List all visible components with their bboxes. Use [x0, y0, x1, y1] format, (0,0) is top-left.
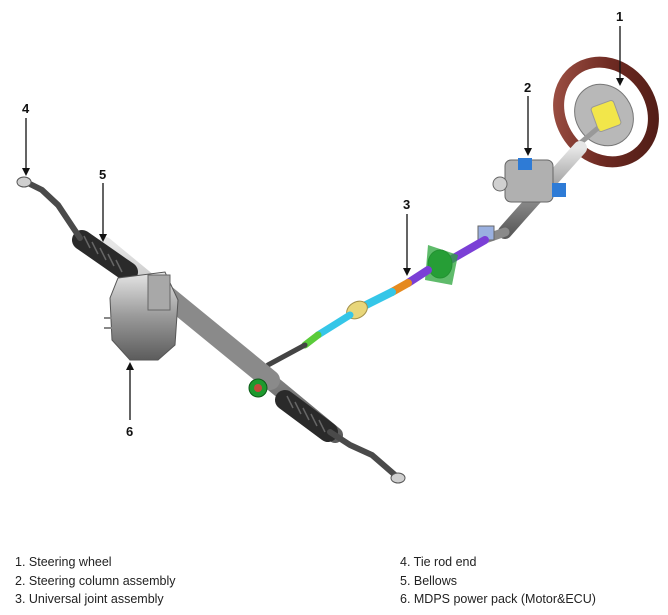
- legend-item-bellows: 5. Bellows: [400, 573, 457, 588]
- legend-item-universal-joint: 3. Universal joint assembly: [15, 592, 164, 606]
- legend-left: 1. Steering wheel 2. Steering column ass…: [15, 553, 176, 609]
- callout-5: 5: [99, 167, 106, 182]
- callout-arrows: [22, 26, 624, 420]
- legend-item-tie-rod-end: 4. Tie rod end: [400, 555, 477, 569]
- tie-rod-end-left: [16, 176, 83, 241]
- legend-item-mdps-power-pack: 6. MDPS power pack (Motor&ECU): [400, 592, 596, 606]
- tie-rod-end-right: [327, 429, 406, 484]
- legend-right: 4. Tie rod end 5. Bellows 6. MDPS power …: [400, 553, 596, 609]
- callout-6: 6: [126, 424, 133, 439]
- callout-2: 2: [524, 80, 531, 95]
- callout-4: 4: [22, 101, 30, 116]
- mdps-power-pack: [104, 271, 179, 361]
- legend-item-steering-wheel: 1. Steering wheel: [15, 555, 112, 569]
- callout-3: 3: [403, 197, 410, 212]
- bellows: [72, 230, 338, 442]
- legend-item-steering-column: 2. Steering column assembly: [15, 573, 176, 588]
- universal-joint-assembly: [265, 236, 489, 368]
- callout-1: 1: [616, 9, 623, 24]
- steering-wheel: [553, 56, 659, 168]
- steering-column-assembly: [477, 141, 587, 243]
- steering-system-diagram: 1 2 3 4 5 6: [16, 9, 659, 484]
